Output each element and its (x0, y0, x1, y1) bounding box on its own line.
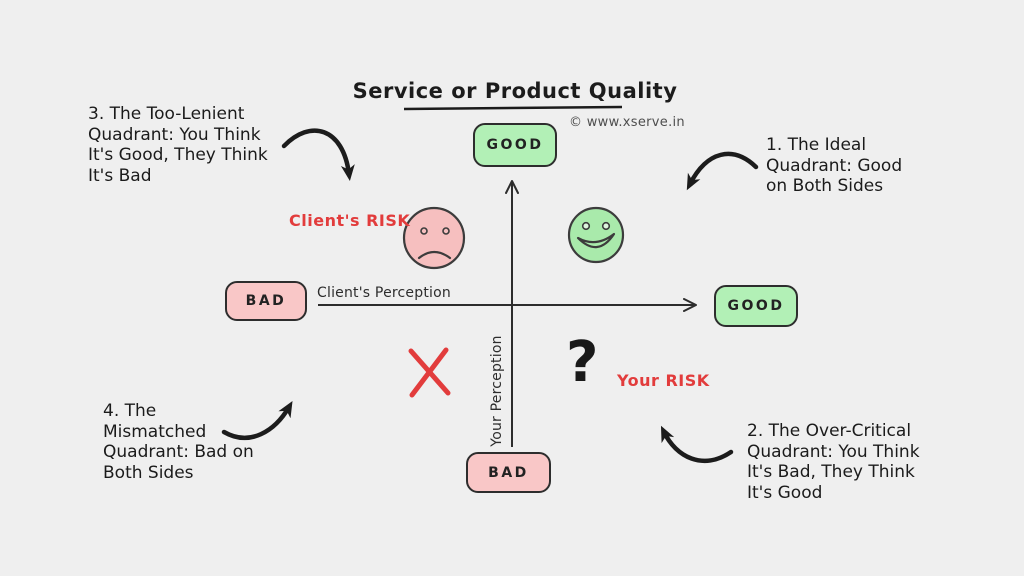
endpoint-good-top: GOOD (473, 123, 557, 167)
endpoint-bad-bottom: BAD (466, 452, 551, 493)
happy-face-icon (567, 206, 625, 264)
y-axis-label-your-perception: Your Perception (489, 335, 505, 447)
note-toolenient-quadrant: 3. The Too-Lenient Quadrant: You Think I… (88, 104, 268, 186)
note-ideal-quadrant: 1. The Ideal Quadrant: Good on Both Side… (766, 135, 903, 196)
label-your-risk: Your RISK (617, 371, 710, 390)
red-x-icon (408, 347, 451, 398)
x-axis-label-clients-perception: Client's Perception (317, 285, 451, 301)
label-clients-risk: Client's RISK (289, 211, 411, 230)
arrow-note1-to-quadrant (686, 151, 759, 191)
endpoint-good-right: GOOD (714, 285, 798, 327)
arrow-note2-to-quadrant (660, 425, 734, 464)
title-underline (403, 105, 623, 111)
note-overcritical-quadrant: 2. The Over-Critical Quadrant: You Think… (747, 421, 920, 503)
copyright-watermark: © www.xserve.in (569, 115, 685, 130)
arrow-note3-to-quadrant (281, 128, 355, 181)
diagram-title: Service or Product Quality (352, 79, 678, 103)
arrow-note4-to-quadrant (221, 400, 293, 440)
sad-face-icon (402, 206, 466, 270)
question-mark: ? (566, 330, 599, 395)
note-mismatched-quadrant: 4. The Mismatched Quadrant: Bad on Both … (103, 401, 254, 483)
endpoint-bad-left: BAD (225, 281, 307, 321)
